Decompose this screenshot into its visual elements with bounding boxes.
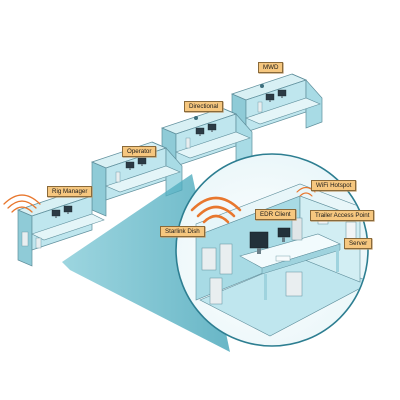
label-mwd: MWD [258, 62, 284, 73]
label-server: Server [344, 238, 373, 249]
wifi-signal-icon [3, 194, 41, 213]
label-edr-client: EDR Client [255, 209, 296, 220]
label-operator: Operator [122, 146, 157, 157]
label-starlink-dish: Starlink Dish [160, 226, 205, 237]
label-rig-manager: Rig Manager [47, 186, 93, 197]
label-wifi-hotspot: WiFi Hotspot [311, 180, 357, 191]
access-point-icon [260, 84, 264, 88]
label-trailer-access-point: Trailer Access Point [310, 210, 375, 221]
label-directional: Directional [184, 101, 224, 112]
access-point-icon [194, 116, 198, 120]
starlink-signal-icon [190, 196, 242, 224]
trailer-directional [161, 107, 253, 183]
